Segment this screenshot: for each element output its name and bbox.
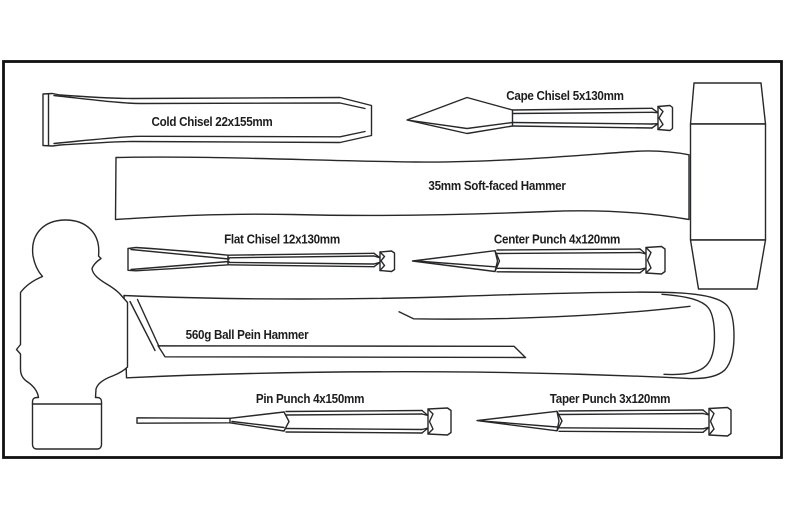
- flat-chisel-outline: [127, 246, 396, 273]
- pin-punch-shaft: [285, 409, 423, 434]
- taper-punch-head-notch: [708, 407, 715, 436]
- cold-chisel-lower-facet: [53, 130, 366, 145]
- cold-chisel-label: Cold Chisel 22x155mm: [152, 115, 273, 129]
- center-punch-point: [411, 250, 499, 273]
- flat-chisel-shaft: [227, 252, 375, 268]
- ball-pein-handle-grip-contour: [661, 293, 716, 376]
- tool-labels: Cold Chisel 22x155mm Cape Chisel 5x130mm…: [152, 89, 671, 406]
- pin-punch-head-notch: [427, 408, 434, 435]
- cape-chisel-shaft: [511, 107, 653, 129]
- cold-chisel-upper-facet: [53, 94, 366, 110]
- ball-pein-handle-flat: [157, 345, 527, 359]
- taper-punch-outline: [476, 406, 732, 437]
- taper-punch-shaft: [558, 409, 704, 433]
- taper-punch-point-facet: [479, 420, 558, 428]
- soft-faced-hammer-label: 35mm Soft-faced Hammer: [428, 179, 566, 193]
- soft-faced-hammer-handle: [114, 150, 690, 221]
- ball-pein-head: [15, 219, 129, 450]
- flat-chisel-blade-facets: [130, 248, 230, 271]
- cape-chisel-outline: [406, 96, 674, 135]
- pin-punch-pin: [136, 417, 231, 424]
- cape-chisel-blade: [406, 96, 514, 135]
- center-punch-point-facet: [415, 260, 496, 268]
- cold-chisel-body: [42, 92, 373, 147]
- center-punch-label: Center Punch 4x120mm: [494, 232, 620, 246]
- ball-pein-handle-upper-line: [398, 305, 691, 320]
- flat-chisel-head-notch: [379, 251, 386, 272]
- ball-pein-hammer-label: 560g Ball Pein Hammer: [186, 328, 309, 342]
- ball-pein-hammer-outline: [15, 219, 735, 450]
- cape-chisel-head-notch: [657, 105, 664, 131]
- flat-chisel-label: Flat Chisel 12x130mm: [224, 232, 340, 246]
- soft-faced-hammer-face-bottom: [689, 239, 767, 290]
- taper-punch-label: Taper Punch 3x120mm: [550, 392, 670, 406]
- soft-faced-hammer-head: [689, 123, 767, 241]
- ball-pein-eye-wedge: [129, 298, 160, 352]
- pin-punch-taper: [229, 411, 285, 432]
- cape-chisel-label: Cape Chisel 5x130mm: [506, 89, 623, 103]
- soft-faced-hammer-outline: [114, 82, 767, 290]
- center-punch-outline: [411, 245, 666, 275]
- tool-outlines: [15, 82, 767, 450]
- soft-faced-hammer-face-top: [689, 82, 767, 125]
- pin-punch-outline: [136, 407, 452, 436]
- center-punch-head-notch: [645, 246, 652, 274]
- center-punch-shaft: [496, 248, 641, 274]
- pin-punch-label: Pin Punch 4x150mm: [256, 392, 364, 406]
- cold-chisel-outline: [42, 92, 373, 147]
- cape-chisel-blade-facet: [408, 119, 514, 130]
